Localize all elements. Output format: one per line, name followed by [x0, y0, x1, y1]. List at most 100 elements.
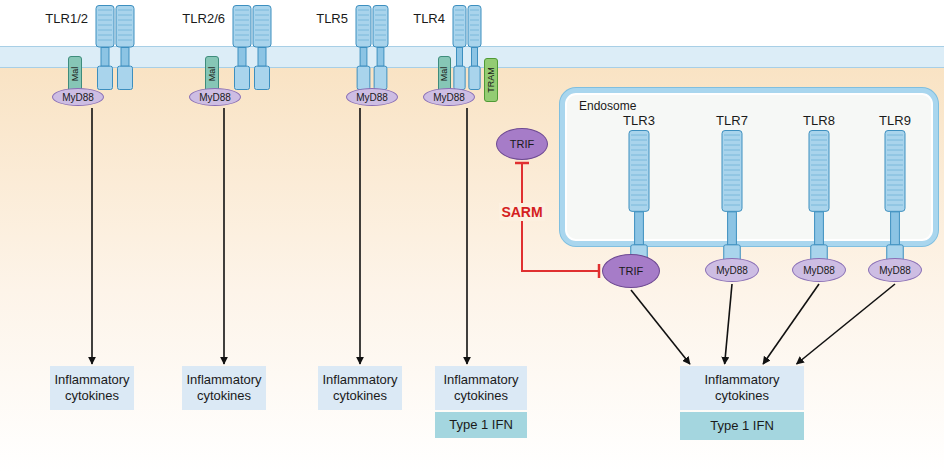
ectodomain	[356, 6, 371, 48]
ectodomain	[116, 6, 134, 48]
repeat-stripe	[98, 40, 112, 41]
repeat-stripe	[811, 185, 827, 186]
ectodomain	[96, 6, 114, 48]
repeat-stripe	[887, 165, 903, 166]
transmembrane-domain	[238, 48, 246, 67]
repeat-stripe	[255, 35, 269, 36]
repeat-stripe	[724, 150, 740, 151]
toll-like-receptor: TLR5	[355, 5, 389, 90]
node-label: MyD88	[879, 265, 911, 276]
toll-like-receptor: TLR2/6	[232, 5, 272, 90]
adaptor-protein: MyD88	[792, 258, 846, 282]
transmembrane-domain	[121, 48, 129, 67]
repeat-stripe	[98, 15, 112, 16]
endosome-compartment: EndosomeTLR3TLR7TLR8TLR9	[560, 88, 938, 246]
repeat-stripe	[887, 170, 903, 171]
repeat-stripe	[358, 30, 369, 31]
receptor-label: TLR2/6	[182, 11, 225, 26]
repeat-stripe	[811, 180, 827, 181]
tir-domain	[469, 66, 480, 89]
node-label: Inflammatory cytokines	[54, 372, 130, 403]
receptor-shape	[232, 5, 272, 90]
receptor-label: TLR4	[413, 11, 445, 26]
repeat-stripe	[375, 20, 386, 21]
adaptor-protein: MyD88	[868, 258, 922, 282]
ectodomain	[468, 6, 481, 48]
node-label: MyD88	[199, 92, 231, 103]
repeat-stripe	[98, 35, 112, 36]
repeat-stripe	[811, 160, 827, 161]
node-label: Type 1 IFN	[449, 417, 513, 433]
adaptor-protein: TRIF	[602, 254, 660, 288]
cytokine-output-box: Inflammatory cytokines	[318, 366, 402, 410]
toll-like-receptor: TLR1/2	[95, 5, 135, 90]
node-label: MyD88	[803, 265, 835, 276]
repeat-stripe	[470, 30, 479, 31]
transmembrane-domain	[377, 48, 384, 67]
repeat-stripe	[887, 160, 903, 161]
repeat-stripe	[118, 30, 132, 31]
receptor-shape	[884, 130, 906, 262]
cytokine-output-box: Inflammatory cytokines	[50, 366, 134, 410]
tir-domain	[118, 66, 133, 89]
receptor-shape	[95, 5, 135, 90]
repeat-stripe	[887, 140, 903, 141]
repeat-stripe	[631, 170, 647, 171]
repeat-stripe	[118, 40, 132, 41]
repeat-stripe	[235, 10, 249, 11]
adaptor-protein: MyD88	[346, 88, 398, 106]
repeat-stripe	[887, 135, 903, 136]
repeat-stripe	[631, 200, 647, 201]
repeat-stripe	[358, 10, 369, 11]
node-label: Inflammatory cytokines	[684, 372, 800, 403]
repeat-stripe	[235, 35, 249, 36]
signal-arrow	[91, 108, 93, 364]
repeat-stripe	[375, 15, 386, 16]
repeat-stripe	[811, 195, 827, 196]
transmembrane-domain	[101, 48, 109, 67]
node-label: Type 1 IFN	[710, 418, 774, 434]
receptor-label: TLR5	[316, 11, 348, 26]
node-label: Inflammatory cytokines	[322, 372, 398, 403]
repeat-stripe	[118, 35, 132, 36]
repeat-stripe	[887, 195, 903, 196]
toll-like-receptor: TLR9	[884, 130, 906, 262]
repeat-stripe	[811, 170, 827, 171]
transmembrane-domain	[457, 48, 463, 67]
signal-arrow	[359, 108, 361, 364]
repeat-stripe	[375, 35, 386, 36]
toll-like-receptor: TLR7	[721, 130, 743, 262]
repeat-stripe	[887, 180, 903, 181]
repeat-stripe	[631, 180, 647, 181]
repeat-stripe	[235, 20, 249, 21]
repeat-stripe	[358, 25, 369, 26]
ectodomain	[373, 6, 388, 48]
repeat-stripe	[887, 145, 903, 146]
repeat-stripe	[455, 25, 464, 26]
repeat-stripe	[887, 185, 903, 186]
repeat-stripe	[811, 165, 827, 166]
repeat-stripe	[724, 185, 740, 186]
tir-domain	[357, 66, 370, 89]
repeat-stripe	[811, 190, 827, 191]
repeat-stripe	[455, 40, 464, 41]
repeat-stripe	[887, 205, 903, 206]
signal-arrow	[223, 108, 225, 364]
repeat-stripe	[255, 30, 269, 31]
repeat-stripe	[724, 145, 740, 146]
adaptor-protein: Mal	[68, 56, 82, 92]
repeat-stripe	[118, 10, 132, 11]
repeat-stripe	[631, 145, 647, 146]
repeat-stripe	[455, 30, 464, 31]
repeat-stripe	[631, 165, 647, 166]
cytokine-output-box: Inflammatory cytokines	[680, 366, 804, 410]
receptor-shape	[452, 5, 482, 90]
repeat-stripe	[724, 155, 740, 156]
repeat-stripe	[631, 185, 647, 186]
toll-like-receptor: TLR3	[628, 130, 650, 262]
adaptor-protein: MyD88	[189, 88, 241, 106]
adaptor-protein: TRAM	[484, 58, 498, 102]
repeat-stripe	[724, 180, 740, 181]
transmembrane-domain	[891, 212, 900, 245]
repeat-stripe	[98, 25, 112, 26]
